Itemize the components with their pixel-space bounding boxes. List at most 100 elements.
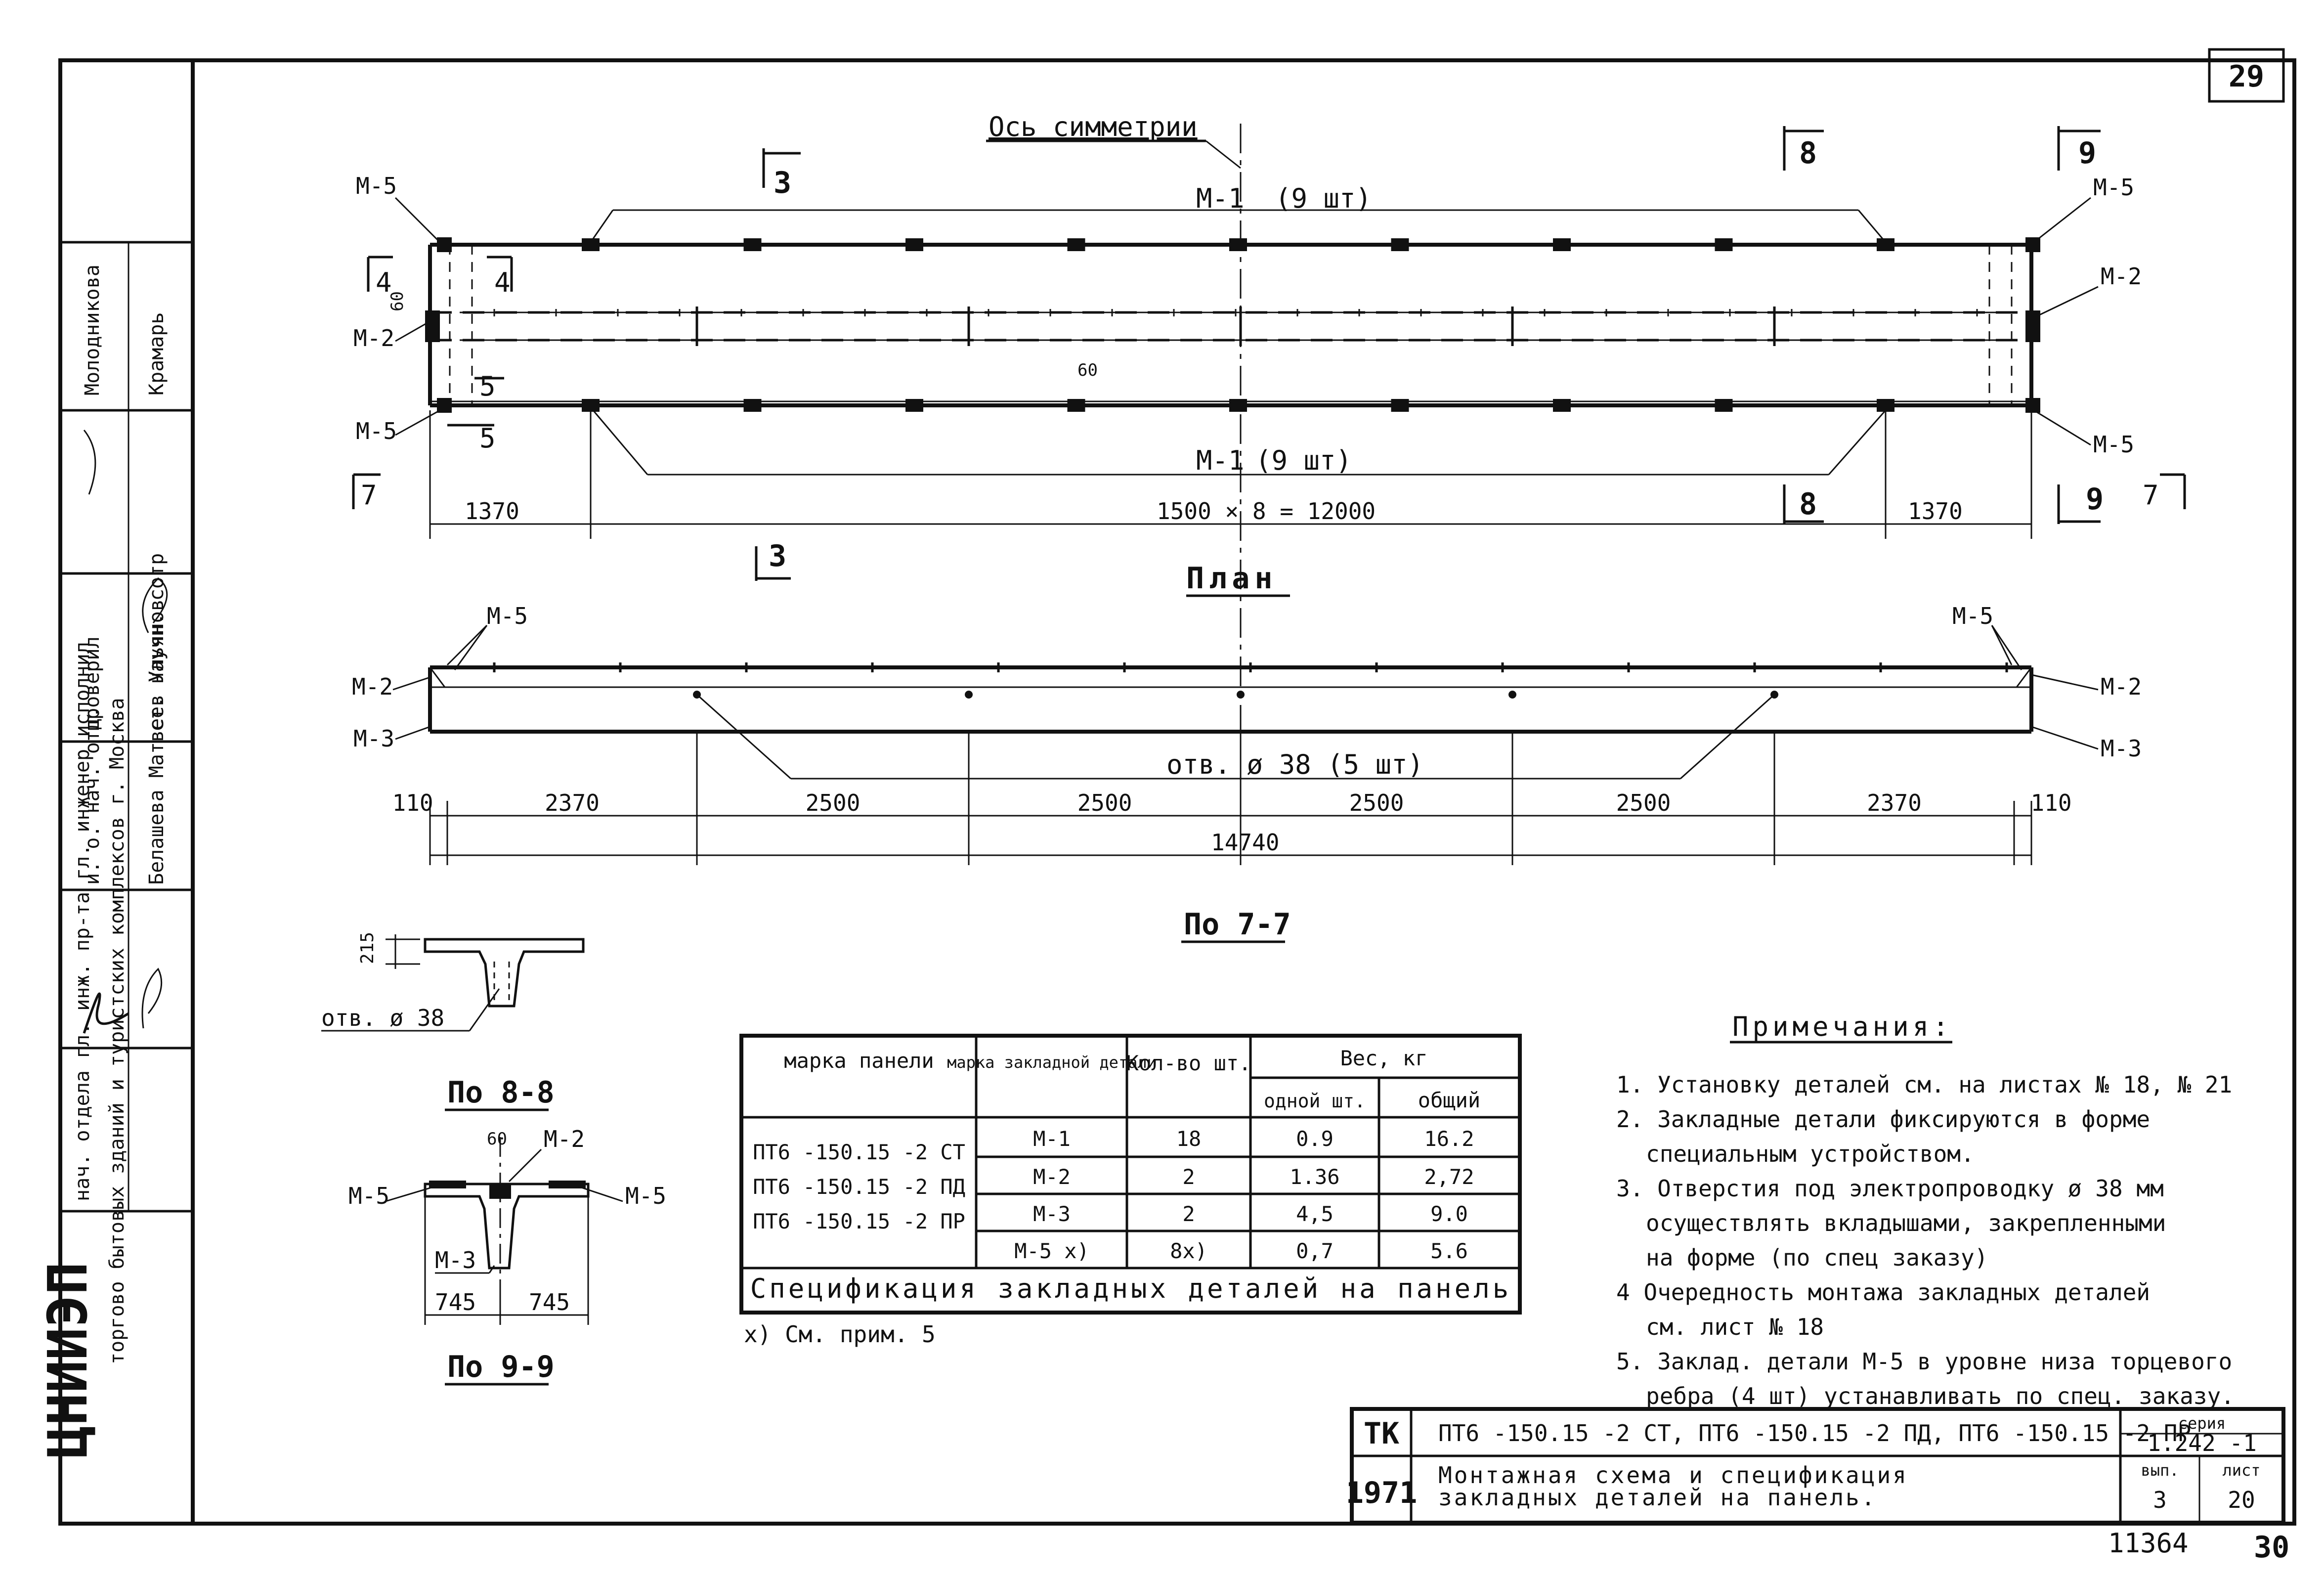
year: 1971 [1346, 1476, 1418, 1510]
notes: Примечания: 1. Установку деталей см. на … [1616, 1011, 2235, 1409]
page-number-box [2208, 48, 2285, 103]
dim-1370-left: 1370 [465, 498, 519, 525]
rib-ticks [493, 662, 2008, 672]
issue-label: вып. [2141, 1461, 2179, 1480]
role-check: проверил [81, 636, 104, 732]
plan-title: План [1186, 561, 1278, 596]
m1-plate [905, 399, 923, 412]
dim-60: 60 [1077, 360, 1098, 380]
m5-label: М-5 [1952, 603, 1993, 629]
series-value: 1.242 -1 [2147, 1430, 2257, 1456]
row-qty: 8х) [1170, 1239, 1207, 1263]
holes-label: отв. ø 38 (5 шт) [1166, 749, 1423, 780]
dim-label: 2370 [1867, 790, 1922, 816]
m5-label: М-5 [348, 1183, 389, 1209]
m1-plate [582, 399, 600, 412]
dim-745-right: 745 [529, 1289, 570, 1316]
note-line: ребра (4 шт) устанавливать по спец. зака… [1646, 1383, 2235, 1409]
m2-plate [425, 310, 440, 342]
footer-left-number: 11364 [2108, 1528, 2189, 1559]
m1-plates-top [582, 238, 1894, 251]
panel-name: ПТ6 -150.15 -2 ПР [753, 1209, 965, 1233]
hole-detail-label: отв. ø 38 [321, 1005, 444, 1031]
row-weight-total: 5.6 [1430, 1239, 1468, 1263]
m2-label: М-2 [2101, 673, 2142, 700]
m1-plate [743, 238, 762, 251]
hole-detail: 215 отв. ø 38 [321, 932, 585, 1032]
plan-view: Ось симметрии М-1 (9 шт) [352, 111, 2186, 850]
m1-plate [743, 399, 762, 412]
m5-label: М-5 [487, 603, 528, 629]
section-7-7: М-5 М-5 М-2 М-2 М-3 М-3 отв. ø 38 (5 шт)… [352, 603, 2142, 943]
header-weight: Вес, кг [1340, 1046, 1427, 1070]
m1-plate [1067, 399, 1085, 412]
section-mark-7: 7 7 [352, 473, 2186, 511]
signature [83, 992, 129, 1034]
m2-label: М-2 [353, 325, 394, 351]
section-mark-9-top: 9 [2057, 126, 2101, 171]
sheet-label: лист [2222, 1461, 2260, 1480]
dim-745-left: 745 [435, 1289, 476, 1316]
m5-plate [2025, 398, 2040, 413]
header-qty: Кол-во шт. [1126, 1051, 1251, 1075]
m1-plate [905, 238, 923, 251]
row-weight-total: 16.2 [1424, 1127, 1474, 1151]
row-weight-total: 2,72 [1424, 1165, 1474, 1189]
header-detail-mark: марка закладной детали [947, 1053, 1157, 1072]
sheet-value: 20 [2228, 1487, 2255, 1513]
m1-plate [1553, 399, 1571, 412]
m1-plate [1229, 399, 1247, 412]
title-line-2: закладных деталей на панель. [1438, 1484, 1877, 1511]
m5-plate [429, 1181, 466, 1188]
footer-right-number: 30 [2254, 1530, 2289, 1565]
m1-top-count: (9 шт) [1275, 183, 1372, 214]
row-weight-one: 0,7 [1296, 1239, 1334, 1263]
hole-marker [1237, 691, 1245, 699]
row-qty: 2 [1182, 1165, 1195, 1189]
dim-12000: 1500 × 8 = 12000 [1157, 498, 1376, 525]
header-weight-total: общий [1418, 1088, 1480, 1112]
dim-60: 60 [387, 291, 407, 311]
dim-label: 2500 [1616, 790, 1671, 816]
rib-ticks [493, 307, 1978, 346]
name-kramar: Крамарь [145, 312, 168, 395]
section-mark-3-bottom: 3 [755, 539, 791, 581]
spec-table: марка панели марка закладной детали Кол-… [739, 1034, 1522, 1348]
page-number: 29 [2229, 59, 2264, 94]
svg-text:8: 8 [1799, 487, 1817, 522]
m5-label: М-5 [2093, 174, 2134, 201]
series-label: серия [2178, 1414, 2226, 1433]
note-line: 4 Очередность монтажа закладных деталей [1616, 1279, 2150, 1306]
section-mark-4: 4 4 [367, 256, 513, 298]
m5-label: М-5 [356, 418, 397, 444]
issue-value: 3 [2153, 1487, 2167, 1513]
note-line: 2. Закладные детали фиксируются в форме [1616, 1106, 2150, 1133]
svg-text:9: 9 [2086, 482, 2104, 517]
header-panel-mark: марка панели [784, 1049, 934, 1073]
dim-label: 2500 [806, 790, 861, 816]
svg-text:4: 4 [494, 267, 511, 298]
m3-label: М-3 [435, 1247, 476, 1273]
row-weight-one: 0.9 [1296, 1127, 1334, 1151]
m5-plate [437, 237, 452, 252]
section-mark-8-bottom: 8 [1783, 484, 1824, 524]
dim-1370-right: 1370 [1908, 498, 1963, 525]
dim-label: 2370 [545, 790, 600, 816]
m1-plate [1229, 238, 1247, 251]
dim-label: 110 [2030, 790, 2071, 816]
m5-label: М-5 [356, 173, 397, 199]
m5-label: М-5 [2093, 431, 2134, 458]
svg-text:9: 9 [2078, 136, 2096, 171]
svg-text:3: 3 [769, 539, 786, 573]
m1-plate [582, 238, 600, 251]
dim-label: 2500 [1077, 790, 1132, 816]
m1-plate [1553, 238, 1571, 251]
m3-label: М-3 [353, 725, 394, 752]
sheet-frame [58, 58, 2296, 1526]
signature [142, 577, 168, 633]
section-8-8: По 8-8 60 М-2 М-5 М-5 М-3 745 745 По 9-9 [348, 1075, 666, 1386]
m2-label: М-2 [352, 673, 393, 700]
